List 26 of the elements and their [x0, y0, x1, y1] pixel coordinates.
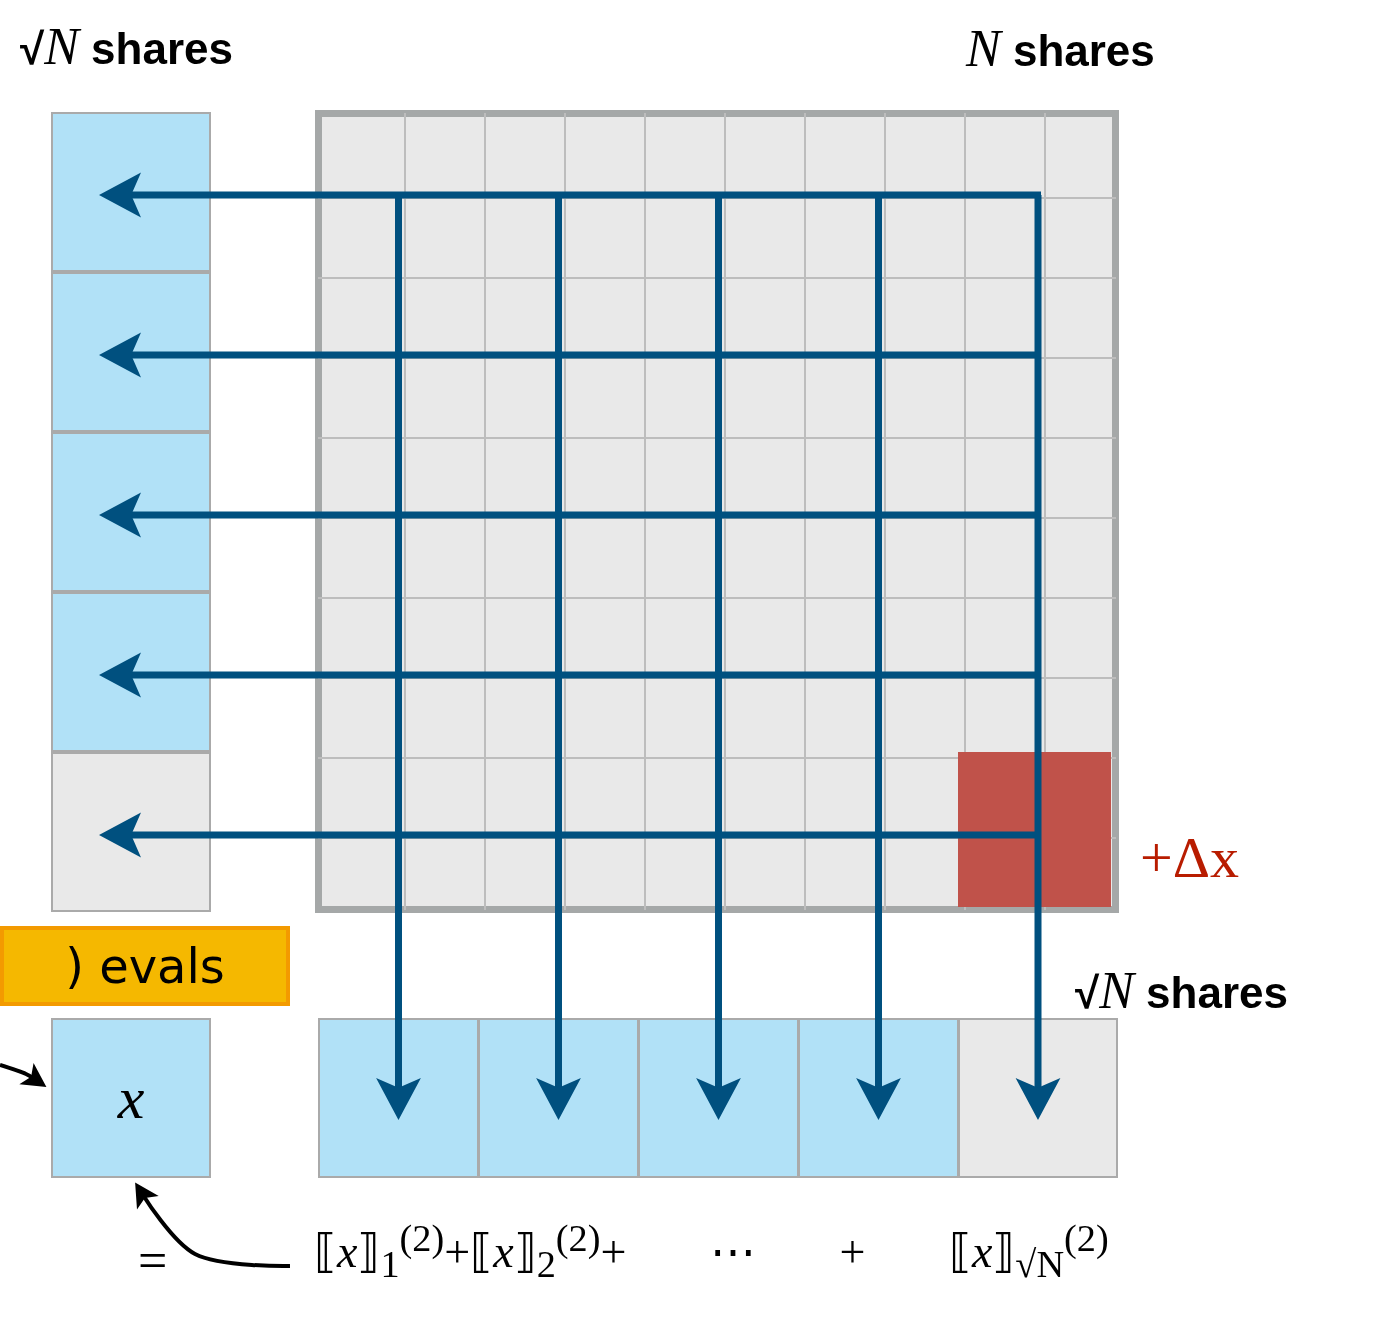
arrow [0, 1062, 47, 1087]
share-cell [478, 1018, 639, 1178]
share-cell [51, 752, 211, 912]
share-cell [318, 1018, 479, 1178]
share-cell [51, 432, 211, 592]
arrow [99, 172, 1041, 218]
secret-cell: x [51, 1018, 211, 1178]
arrow [1015, 195, 1061, 1120]
share-cell [51, 592, 211, 752]
share-cell [798, 1018, 959, 1178]
share-cell [51, 272, 211, 432]
arrow [856, 195, 901, 1120]
arrow [135, 1182, 290, 1268]
heading-label: √N shares [20, 18, 233, 76]
heading-label: √N shares [1075, 962, 1288, 1020]
equals-sign: = [138, 1232, 168, 1290]
banner: ) evals [0, 926, 290, 1006]
delta-label: +Δx [1140, 826, 1239, 890]
heading-label: N shares [966, 20, 1155, 78]
share-cell [958, 1018, 1118, 1178]
arrow [376, 195, 421, 1120]
arrow [536, 195, 581, 1120]
share-cell [638, 1018, 799, 1178]
share-grid [315, 110, 1119, 913]
share-cell [51, 112, 211, 272]
arrow [696, 195, 741, 1120]
